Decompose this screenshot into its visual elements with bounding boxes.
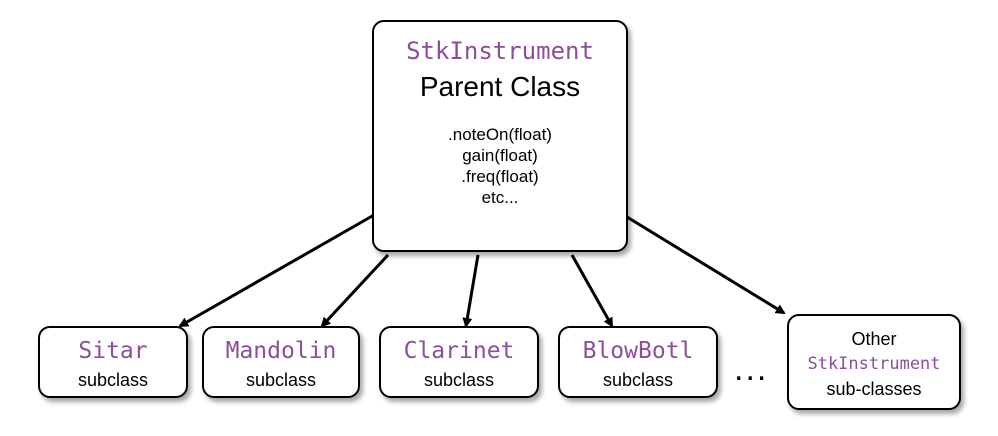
subclass-box-mandolin: Mandolin subclass	[202, 326, 360, 398]
subclass-box-blowbotl: BlowBotl subclass	[558, 326, 718, 398]
method-item: .noteOn(float)	[448, 125, 552, 144]
method-item: .freq(float)	[461, 167, 539, 186]
method-item: etc...	[481, 188, 519, 207]
parent-class-subtitle: Parent Class	[419, 71, 581, 102]
ellipsis: ...	[734, 350, 769, 388]
subclass-label: subclass	[77, 370, 149, 390]
subclass-name: BlowBotl	[582, 338, 694, 364]
subclass-label: subclass	[423, 370, 495, 390]
subclass-name: Mandolin	[225, 338, 337, 364]
arrow-to-clarinet	[462, 254, 480, 328]
subclass-box-sitar: Sitar subclass	[38, 326, 188, 398]
subclass-name: Clarinet	[403, 338, 515, 364]
parent-class-name: StkInstrument	[406, 37, 594, 65]
arrow-to-other	[626, 215, 786, 315]
subclass-label: subclass	[245, 370, 317, 390]
other-top-label: Other	[851, 329, 897, 349]
arrow-to-mandolin	[320, 253, 390, 328]
subclass-box-clarinet: Clarinet subclass	[379, 326, 539, 398]
method-item: gain(float)	[462, 146, 538, 165]
subclass-name: Sitar	[78, 338, 148, 364]
other-subclasses-box: Other StkInstrument sub-classes	[787, 314, 961, 410]
arrow-to-sitar	[178, 213, 375, 328]
subclass-label: subclass	[602, 370, 674, 390]
parent-class-box: StkInstrument Parent Class .noteOn(float…	[372, 20, 628, 252]
other-class-name: StkInstrument	[807, 354, 941, 374]
parent-methods-list: .noteOn(float) gain(float) .freq(float) …	[374, 124, 626, 208]
other-bottom-label: sub-classes	[826, 379, 922, 399]
arrow-to-blowbotl	[570, 254, 614, 328]
